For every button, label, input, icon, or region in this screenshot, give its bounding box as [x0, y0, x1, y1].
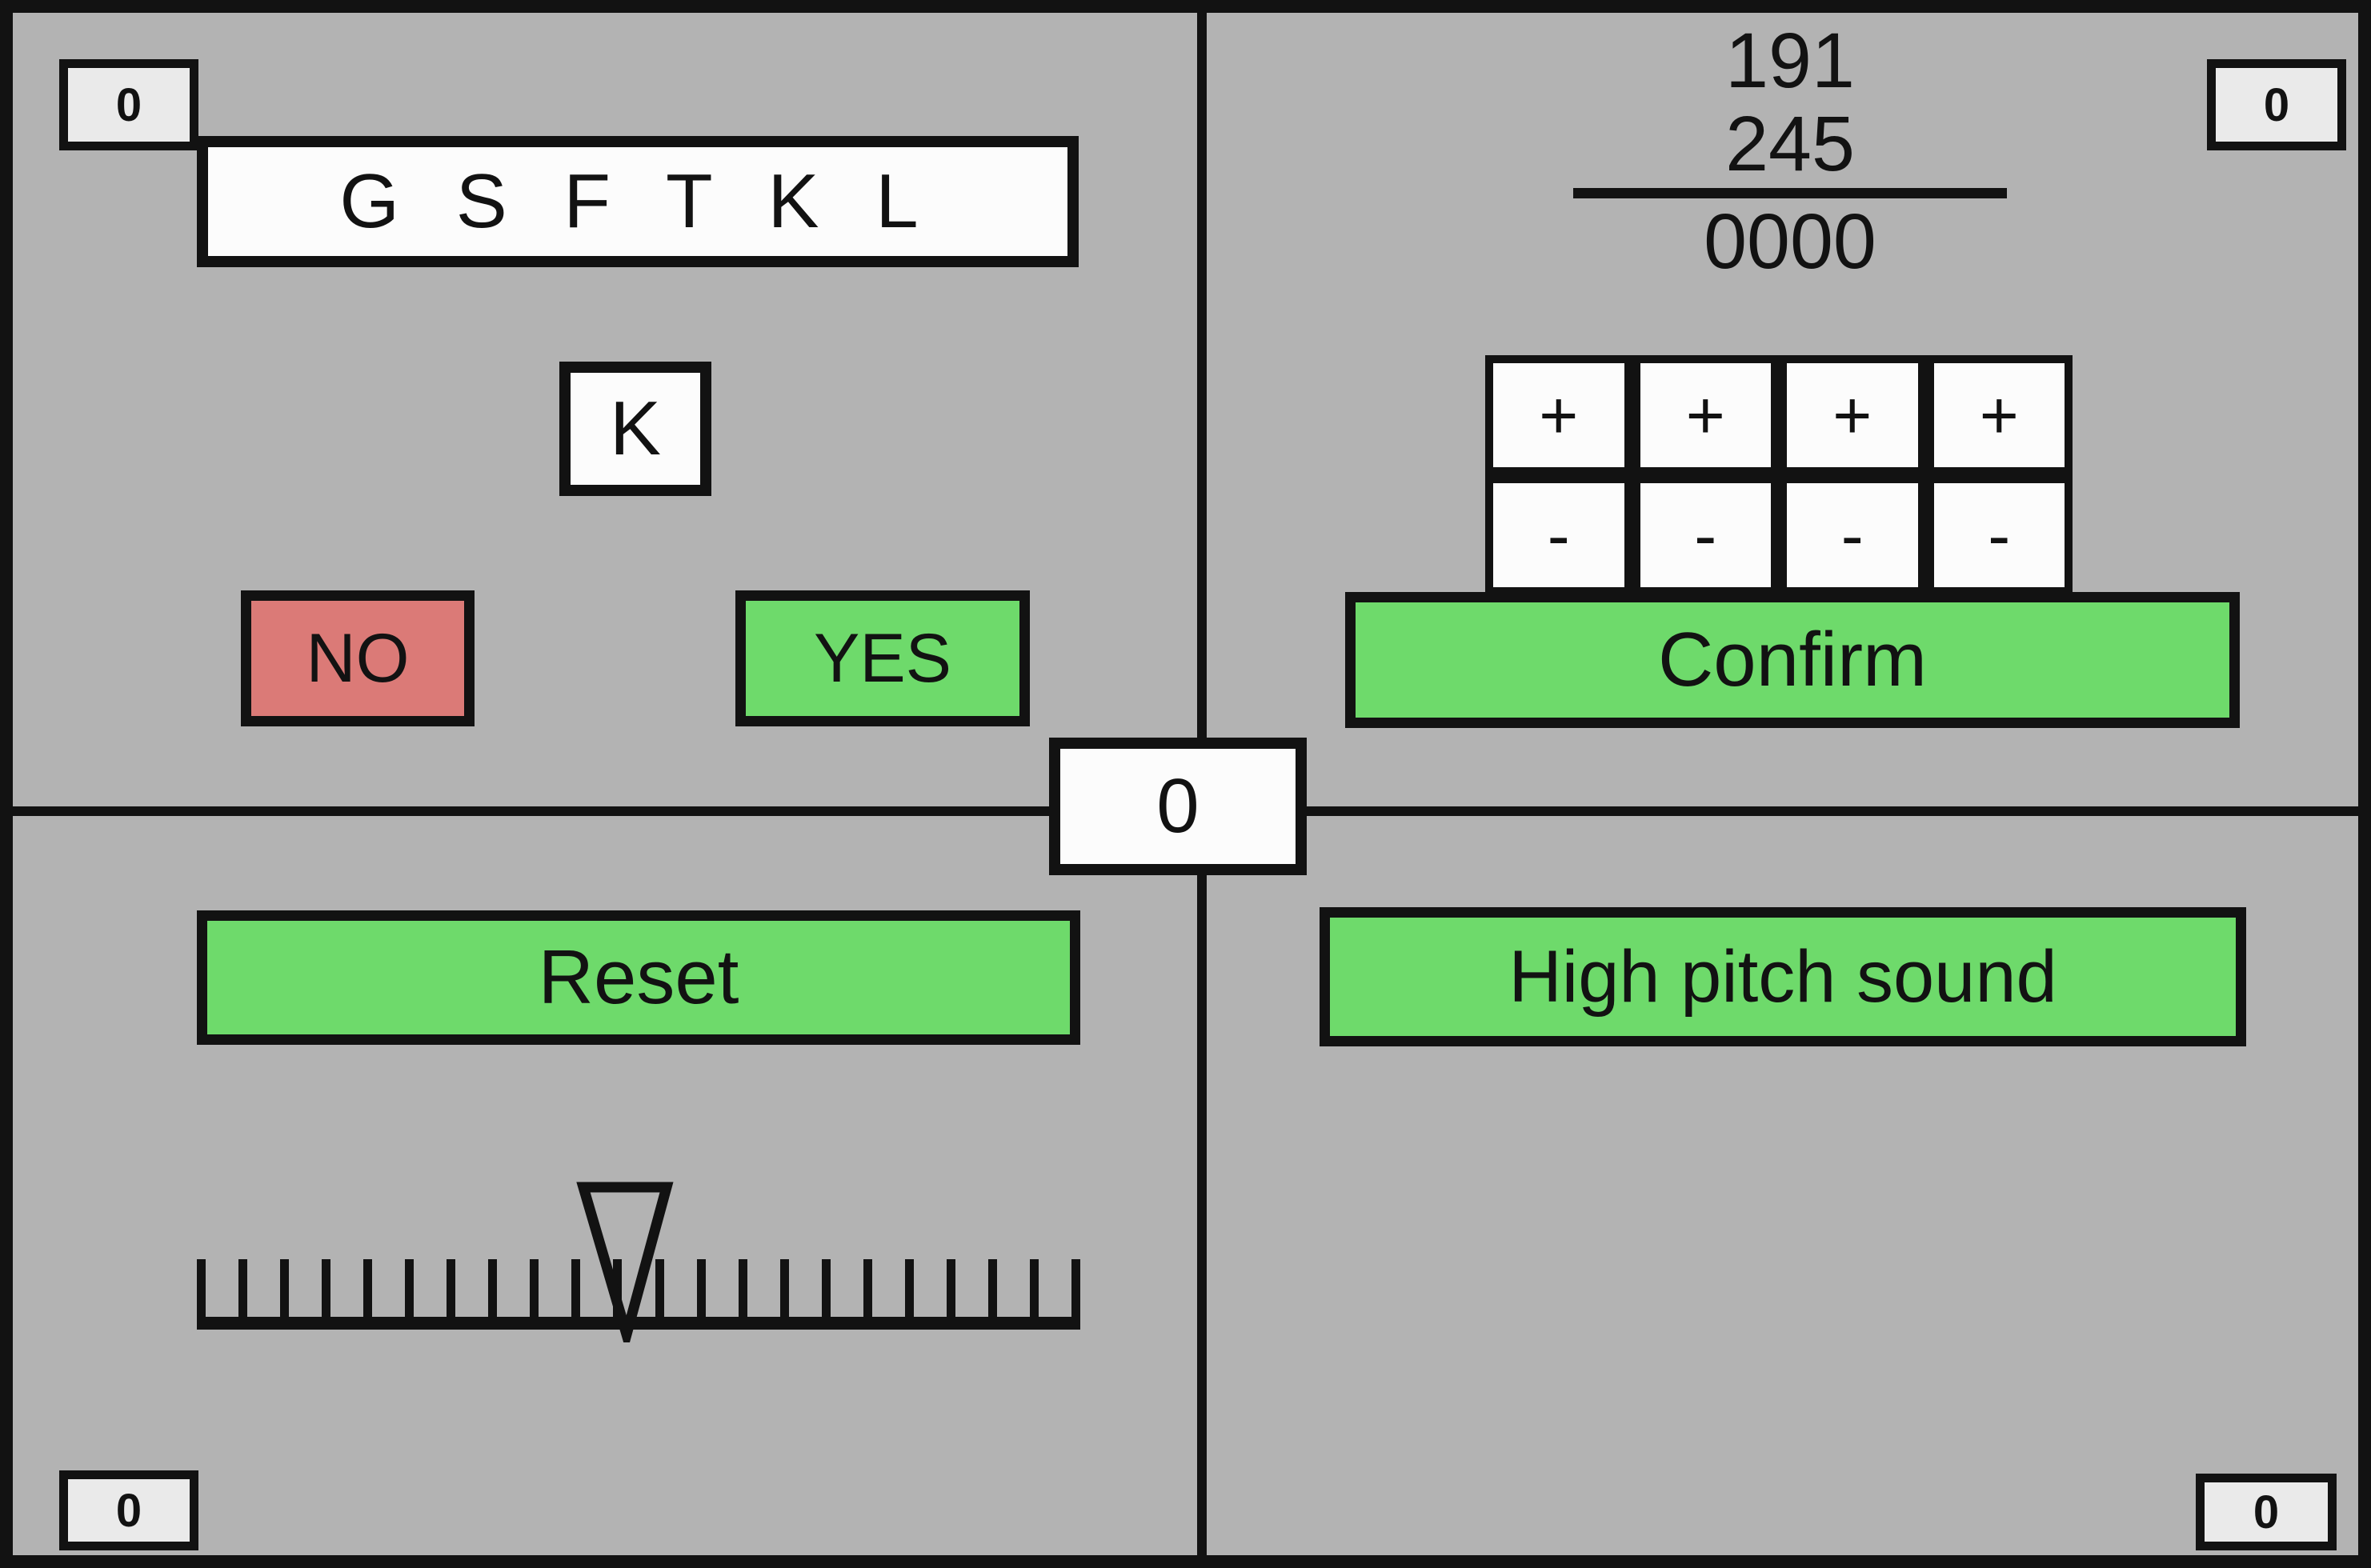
plus-button-3[interactable]: +: [1779, 355, 1926, 475]
sum-line: [1573, 188, 2007, 198]
selected-letter-display: K: [559, 362, 711, 496]
high-pitch-sound-button[interactable]: High pitch sound: [1320, 907, 2246, 1046]
minus-button-1[interactable]: -: [1485, 475, 1632, 595]
ruler-tick: [863, 1259, 872, 1317]
minus-button-2[interactable]: -: [1632, 475, 1779, 595]
ruler-tick: [946, 1259, 955, 1317]
reset-button[interactable]: Reset: [197, 910, 1080, 1045]
ruler-tick: [197, 1259, 206, 1317]
result-display: 0000: [1704, 198, 1876, 285]
no-button[interactable]: NO: [241, 590, 475, 726]
operand-bottom: 245: [1725, 100, 1855, 187]
ruler-tick: [280, 1259, 290, 1317]
counter-top-left: 0: [59, 59, 198, 150]
counter-top-right: 0: [2207, 59, 2346, 150]
ruler-tick: [530, 1259, 539, 1317]
center-value-display: 0: [1049, 738, 1307, 875]
minus-button-4[interactable]: -: [1925, 475, 2073, 595]
ruler-tick: [655, 1259, 664, 1317]
plus-button-1[interactable]: +: [1485, 355, 1632, 475]
confirm-button[interactable]: Confirm: [1345, 592, 2240, 728]
plus-button-2[interactable]: +: [1632, 355, 1779, 475]
counter-bottom-right: 0: [2196, 1474, 2337, 1550]
counter-bottom-left: 0: [59, 1470, 198, 1550]
digit-adjust-grid: + + + + - - - -: [1485, 355, 2073, 595]
ruler-tick: [571, 1259, 581, 1317]
letter-display: G S F T K L: [197, 136, 1079, 267]
ruler-tick: [779, 1259, 789, 1317]
ruler-tick: [821, 1259, 831, 1317]
slider-pointer-icon[interactable]: [575, 1179, 675, 1342]
ruler-tick: [238, 1259, 248, 1317]
ruler-tick: [488, 1259, 498, 1317]
plus-button-4[interactable]: +: [1925, 355, 2073, 475]
ruler-tick: [738, 1259, 747, 1317]
ruler-tick: [405, 1259, 415, 1317]
ruler-tick: [447, 1259, 456, 1317]
ruler-tick: [696, 1259, 706, 1317]
ruler-tick: [1071, 1259, 1080, 1317]
yes-button[interactable]: YES: [735, 590, 1030, 726]
ruler-tick: [987, 1259, 997, 1317]
minus-button-3[interactable]: -: [1779, 475, 1926, 595]
operand-top: 191: [1725, 17, 1855, 104]
ruler-tick: [322, 1259, 331, 1317]
ruler-tick: [904, 1259, 914, 1317]
ruler-tick: [363, 1259, 373, 1317]
arithmetic-display: 191 245 0000: [1573, 19, 2007, 283]
ruler-tick: [1029, 1259, 1039, 1317]
